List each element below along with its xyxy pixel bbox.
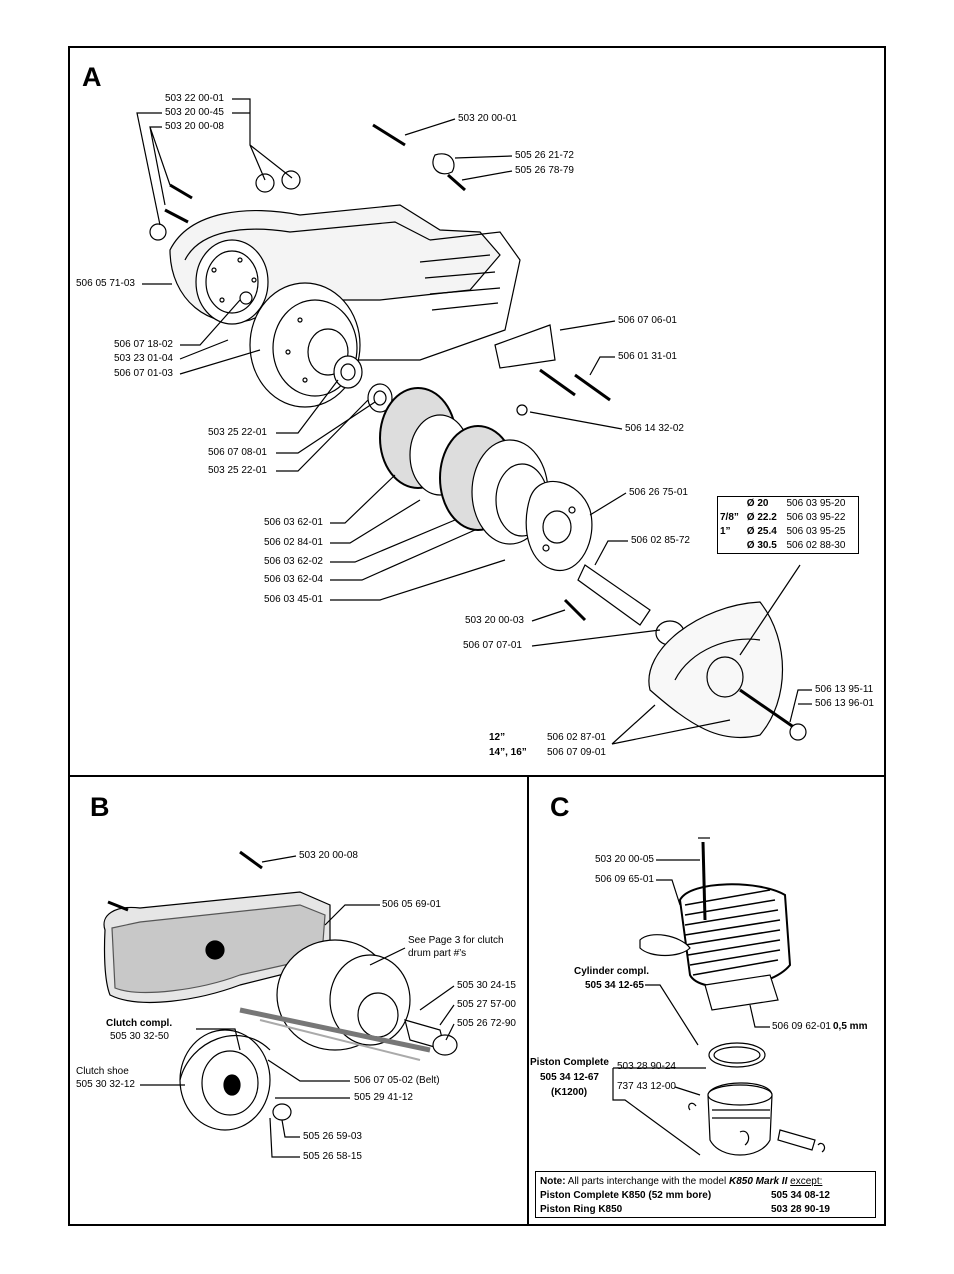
gasket-thickness: 0,5 mm xyxy=(833,1021,868,1032)
part-number: 503 22 00-01 xyxy=(165,93,224,104)
part-number: 737 43 12-00 xyxy=(617,1081,676,1092)
part-number: 506 13 96-01 xyxy=(815,698,874,709)
clutch-drum-note: drum part #’s xyxy=(408,948,467,959)
part-number: 503 20 00-08 xyxy=(299,850,358,861)
part-number: 505 26 21-72 xyxy=(515,150,574,161)
part-number: 506 02 87-01 xyxy=(547,732,606,743)
part-number: 505 30 32-50 xyxy=(110,1031,169,1042)
section-c-letter: C xyxy=(550,792,570,822)
cylinder-compl-label: Cylinder compl. xyxy=(574,966,650,977)
part-number: 505 26 72-90 xyxy=(457,1018,516,1029)
size-label-14-16: 14”, 16” xyxy=(489,747,527,758)
part-number: 506 07 08-01 xyxy=(208,447,267,458)
section-b-letter: B xyxy=(90,792,110,822)
part-number: 503 20 00-03 xyxy=(465,615,524,626)
part-number: 506 07 06-01 xyxy=(618,315,677,326)
part-number: 505 29 41-12 xyxy=(354,1092,413,1103)
part-number: 506 07 09-01 xyxy=(547,747,606,758)
part-number: 506 05 71-03 xyxy=(76,278,135,289)
part-number: 505 27 57-00 xyxy=(457,999,516,1010)
part-number: 505 30 32-12 xyxy=(76,1079,135,1090)
size-label-12: 12” xyxy=(489,732,506,743)
clutch-shoe-label: Clutch shoe xyxy=(76,1066,129,1077)
note-row: Piston Complete K850 (52 mm bore)505 34 … xyxy=(540,1190,830,1201)
part-number: 506 03 62-01 xyxy=(264,517,323,528)
part-number: 506 26 75-01 xyxy=(629,487,688,498)
part-number: 503 20 00-01 xyxy=(458,113,517,124)
part-number: 505 26 59-03 xyxy=(303,1131,362,1142)
part-number: 505 34 12-65 xyxy=(585,980,644,991)
part-number: 506 07 01-03 xyxy=(114,368,173,379)
section-a-letter: A xyxy=(82,62,102,92)
section-c-frame xyxy=(527,775,886,1226)
part-number: 506 02 85-72 xyxy=(631,535,690,546)
part-number: 506 03 62-02 xyxy=(264,556,323,567)
part-number: 503 23 01-04 xyxy=(114,353,173,364)
part-number: 506 07 07-01 xyxy=(463,640,522,651)
part-number: 506 03 45-01 xyxy=(264,594,323,605)
piston-complete-label: Piston Complete xyxy=(530,1057,609,1068)
part-number: 506 01 31-01 xyxy=(618,351,677,362)
part-number: 506 09 62-01 xyxy=(772,1021,831,1032)
part-number: 506 14 32-02 xyxy=(625,423,684,434)
part-number: 503 20 00-45 xyxy=(165,107,224,118)
clutch-drum-note: See Page 3 for clutch xyxy=(408,935,504,946)
clutch-compl-label: Clutch compl. xyxy=(106,1018,173,1029)
part-number: 506 13 95-11 xyxy=(815,684,874,695)
part-number: 505 34 12-67 xyxy=(540,1072,599,1083)
part-number: 503 25 22-01 xyxy=(208,427,267,438)
part-number: 506 03 62-04 xyxy=(264,574,323,585)
part-number: 506 07 18-02 xyxy=(114,339,173,350)
part-number: 506 07 05-02 (Belt) xyxy=(354,1075,440,1086)
note-header: Note: All parts interchange with the mod… xyxy=(540,1176,823,1187)
part-number: 503 20 00-05 xyxy=(595,854,654,865)
part-number: 505 26 78-79 xyxy=(515,165,574,176)
part-number: 505 26 58-15 xyxy=(303,1151,362,1162)
part-number: 506 05 69-01 xyxy=(382,899,441,910)
part-number: 506 09 65-01 xyxy=(595,874,654,885)
part-number: 503 25 22-01 xyxy=(208,465,267,476)
part-number: 506 02 84-01 xyxy=(264,537,323,548)
part-number: 503 20 00-08 xyxy=(165,121,224,132)
part-number: 503 28 90-24 xyxy=(617,1061,676,1072)
part-number: 505 30 24-15 xyxy=(457,980,516,991)
model-label: (K1200) xyxy=(551,1087,588,1098)
interchange-note: Note: All parts interchange with the mod… xyxy=(535,1171,876,1218)
